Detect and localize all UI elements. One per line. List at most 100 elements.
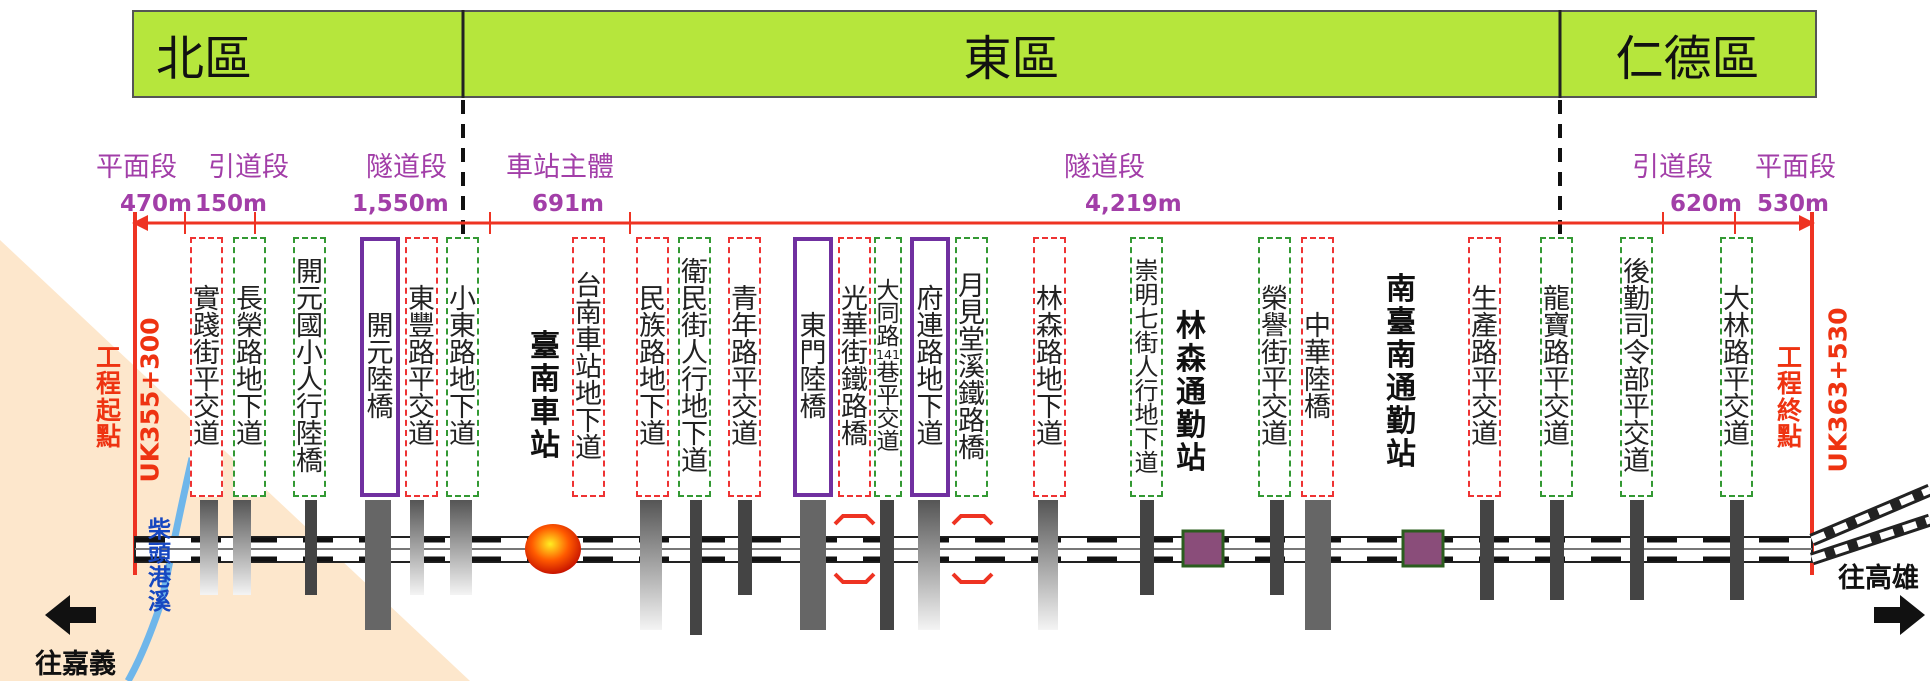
vertical-char: 臺 [530, 329, 560, 364]
structure-label: 衛民街人行地下道 [681, 259, 708, 475]
vertical-char: 道 [639, 419, 666, 450]
creek-label-text: 柴頭港溪 [148, 518, 171, 615]
vertical-char: 路 [876, 324, 900, 351]
vertical-char: 道 [1036, 419, 1063, 450]
district-north-label: 北區 [156, 31, 253, 87]
structure-label: 大林路平交道 [1723, 286, 1750, 448]
vertical-char: 踐 [193, 311, 220, 342]
structure-label: 東豐路平交道 [408, 286, 435, 448]
track-branch [1810, 486, 1930, 544]
vertical-char: 平 [193, 365, 220, 396]
vertical-char: 元 [296, 284, 323, 315]
vertical-char: 大 [876, 278, 900, 305]
structure-box: 生產路平交道 [1468, 237, 1501, 497]
structure-label: 開元陸橋 [367, 313, 394, 421]
length-tunnel-north: 1,550m [352, 191, 449, 217]
vertical-char: 港 [148, 565, 171, 592]
district-east: 東區 [463, 10, 1560, 98]
crossing-pillar [738, 500, 752, 595]
vertical-char: 同 [876, 301, 900, 328]
vertical-char: 站 [575, 351, 602, 383]
vertical-char: 大 [1723, 284, 1750, 315]
creek-label: 柴頭港溪 [148, 518, 171, 615]
vertical-char: 交 [731, 392, 758, 423]
vertical-char: 141 [875, 347, 901, 363]
tainan-station-marker [525, 524, 581, 574]
vertical-char: 平 [1261, 365, 1288, 396]
structure-label: 月見堂溪鐵路橋 [958, 273, 985, 462]
vertical-char: 月 [958, 270, 985, 302]
structure-box: 東豐路平交道 [405, 237, 438, 497]
vertical-char: 下 [1134, 425, 1159, 453]
structure-box: 民族路地下道 [636, 237, 669, 497]
vertical-char: 連 [916, 311, 944, 342]
vertical-char: 陸 [1304, 365, 1331, 396]
vertical-char: 平 [1623, 392, 1650, 423]
vertical-char: 生 [1471, 284, 1498, 315]
vertical-char: 道 [449, 419, 476, 450]
structure-box: 府連路地下道 [910, 237, 950, 497]
structure-label: 生產路平交道 [1471, 286, 1498, 448]
vertical-char: 地 [1134, 401, 1159, 429]
vertical-char: 南 [530, 362, 560, 397]
vertical-char: 東 [408, 284, 435, 315]
vertical-char: 令 [1623, 338, 1650, 369]
direction-label-right: 往高雄 [1838, 563, 1919, 594]
structure-box: 台南車站地下道 [572, 237, 605, 497]
vertical-char: 地 [1036, 365, 1063, 396]
tainan-station-label: 臺南車站 [530, 330, 560, 462]
vertical-char: 通 [1386, 371, 1416, 406]
vertical-char: 後 [1623, 257, 1650, 288]
vertical-char: 人 [296, 365, 323, 396]
vertical-char: 橋 [958, 432, 985, 464]
vertical-char: 國 [296, 311, 323, 342]
vertical-char: 道 [575, 432, 602, 464]
vertical-char: 街 [681, 311, 708, 342]
start-point-code: UK355+300 [135, 317, 165, 483]
vertical-char: 工 [96, 343, 122, 372]
vertical-char: 道 [1543, 419, 1570, 450]
district-rende: 仁德區 [1560, 10, 1817, 98]
structure-label: 民族路地下道 [639, 286, 666, 448]
bridge-bracket [951, 514, 994, 526]
vertical-char: 道 [1261, 419, 1288, 450]
vertical-char: 地 [575, 378, 602, 410]
length-approach-south: 620m [1670, 191, 1742, 217]
structure-box: 崇明七街人行地下道 [1130, 237, 1163, 497]
vertical-char: 溪 [958, 351, 985, 383]
section-label-station-body: 車站主體 [506, 152, 614, 183]
vertical-char: 地 [681, 392, 708, 423]
structure-box: 東門陸橋 [793, 237, 833, 497]
vertical-char: 地 [639, 365, 666, 396]
vertical-char: 譽 [1261, 311, 1288, 342]
vertical-char: 陸 [799, 365, 827, 396]
vertical-char: 頭 [148, 541, 171, 568]
section-label-approach-south: 引道段 [1632, 152, 1713, 183]
vertical-char: 橋 [841, 419, 868, 450]
vertical-char: 產 [1471, 311, 1498, 342]
crossing-pillar [1480, 500, 1494, 600]
vertical-char: 點 [96, 421, 122, 451]
district-rende-label: 仁德區 [1615, 31, 1760, 87]
vertical-char: 路 [1723, 338, 1750, 369]
vertical-char: 華 [1304, 338, 1331, 369]
vertical-char: 街 [1134, 329, 1159, 357]
linsen-station-marker [1181, 529, 1225, 568]
vertical-char: 龍 [1543, 284, 1570, 315]
vertical-char: 見 [958, 297, 985, 329]
vertical-char: 平 [876, 382, 900, 409]
vertical-char: 森 [1036, 311, 1063, 342]
structure-box: 青年路平交道 [728, 237, 761, 497]
length-station-body: 691m [532, 191, 604, 217]
vertical-char: 光 [841, 284, 868, 315]
vertical-char: 東 [449, 311, 476, 342]
vertical-char: 林 [1176, 309, 1206, 344]
vertical-char: 地 [916, 365, 944, 396]
crossing-pillar [1550, 500, 1564, 600]
vertical-char: 路 [731, 338, 758, 369]
bridge-bracket [833, 572, 876, 584]
vertical-char: 程 [96, 369, 122, 399]
vertical-char: 交 [876, 405, 900, 432]
